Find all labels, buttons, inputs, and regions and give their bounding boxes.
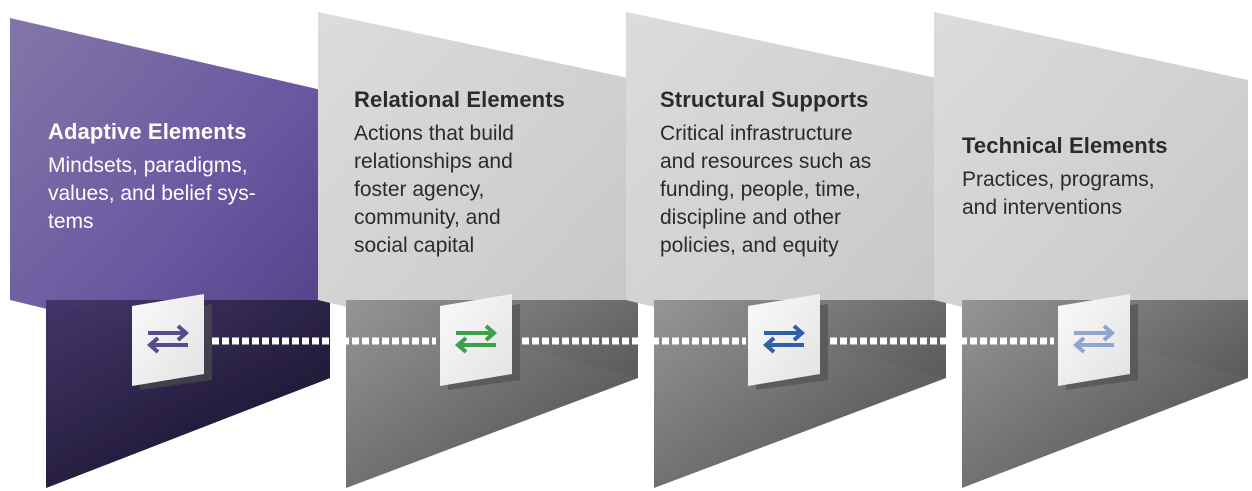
card-relational — [440, 294, 520, 390]
panel-description: Actions that build relationships and fos… — [354, 120, 624, 260]
description-line: policies, and equity — [660, 234, 839, 257]
panel-technical — [934, 12, 1248, 488]
swap-arrows-icon — [454, 324, 498, 354]
description-line: Practices, programs, — [962, 168, 1155, 191]
description-line: values, and belief sys- — [48, 182, 256, 205]
panel-title: Structural Supports — [660, 87, 869, 112]
description-line: relationships and — [354, 150, 513, 173]
swap-arrows-icon — [1072, 324, 1116, 354]
description-line: social capital — [354, 234, 475, 257]
panel-technical-shadow — [962, 300, 1248, 488]
description-line: funding, people, time, — [660, 178, 861, 201]
description-line: and interventions — [962, 196, 1122, 219]
panel-structural-text: Structural Supports Critical infrastruct… — [660, 86, 940, 260]
panel-structural-shadow — [654, 300, 946, 488]
panel-description: Mindsets, paradigms, values, and belief … — [48, 152, 318, 236]
card-technical-face — [1058, 294, 1130, 386]
description-line: Actions that build — [354, 122, 514, 145]
panel-relational-text: Relational Elements Actions that build r… — [354, 86, 624, 260]
swap-arrows-icon — [146, 324, 190, 354]
panel-adaptive-face — [10, 18, 330, 378]
description-line: Critical infrastructure — [660, 122, 853, 145]
card-adaptive-face — [132, 294, 204, 386]
description-line: and resources such as — [660, 150, 872, 173]
swap-arrows-icon — [762, 324, 806, 354]
panel-relational — [318, 12, 638, 488]
panel-structural — [626, 12, 946, 488]
panel-title: Adaptive Elements — [48, 119, 247, 144]
panel-relational-shadow — [346, 300, 638, 488]
description-line: foster agency, — [354, 178, 485, 201]
card-technical — [1058, 294, 1138, 390]
panel-relational-face — [318, 12, 638, 378]
panel-technical-face — [934, 12, 1248, 378]
description-line: discipline and other — [660, 206, 841, 229]
panel-structural-face — [626, 12, 946, 378]
card-adaptive — [132, 294, 212, 390]
panel-title: Technical Elements — [962, 133, 1168, 158]
panel-technical-text: Technical Elements Practices, programs, … — [962, 132, 1232, 222]
description-line: tems — [48, 210, 94, 233]
description-line: community, and — [354, 206, 501, 229]
card-structural-face — [748, 294, 820, 386]
panel-adaptive — [10, 18, 330, 488]
panel-description: Critical infrastructure and resources su… — [660, 120, 940, 260]
panel-adaptive-shadow — [46, 300, 330, 488]
description-line: Mindsets, paradigms, — [48, 154, 248, 177]
card-structural — [748, 294, 828, 390]
card-relational-face — [440, 294, 512, 386]
panel-title: Relational Elements — [354, 87, 565, 112]
panel-description: Practices, programs, and interventions — [962, 166, 1232, 222]
panel-adaptive-text: Adaptive Elements Mindsets, paradigms, v… — [48, 118, 318, 236]
